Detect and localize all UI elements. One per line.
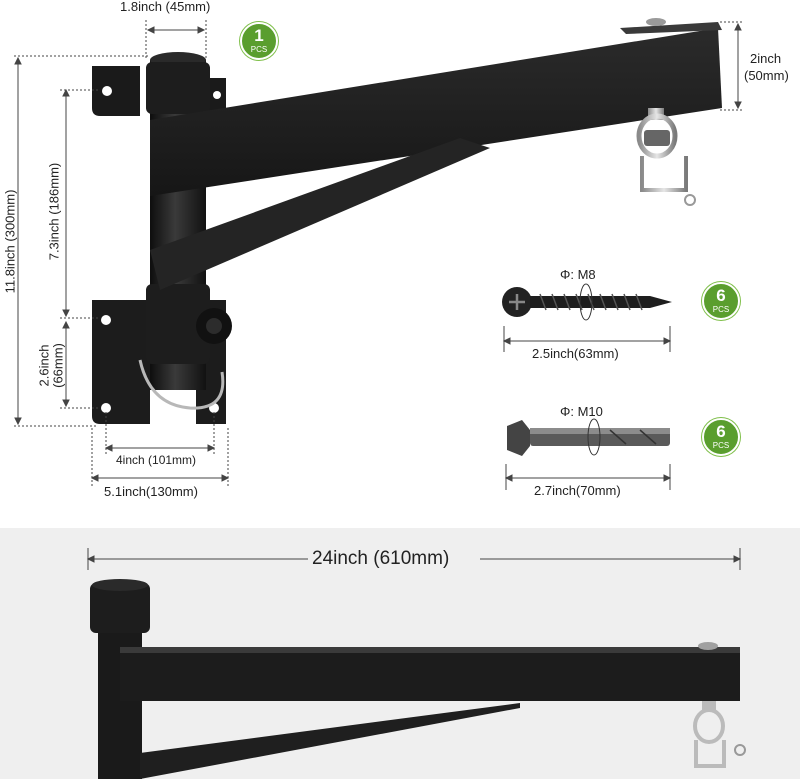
side-swivel-hook [693,701,746,768]
bolt-length-label: 2.7inch(70mm) [534,483,621,498]
locking-knob [196,308,232,344]
screw-quantity-badge: 6 PCS [702,282,740,320]
arm-height-label: 2inch [750,51,782,66]
bolt-quantity: 6 [716,422,726,441]
side-view-panel: 24inch (610mm) [0,528,800,779]
screw-length-label: 2.5inch(63mm) [532,346,619,361]
horizontal-arm [150,28,722,196]
diagonal-brace [150,138,490,290]
side-brace [140,703,520,779]
swivel-hook [636,108,696,206]
total-height-label: 11.8inch (300mm) [2,189,18,294]
bracket-quantity: 1 [254,26,264,45]
arm-length-dimension [86,548,742,570]
bolt-quantity-unit: PCS [712,441,730,450]
screw-quantity-unit: PCS [712,305,730,314]
plate-hole-spacing-label: 4inch (101mm) [116,453,197,467]
plate-gap-label: 7.3inch (186mm) [46,162,62,261]
expansion-bolt-image [507,418,670,456]
pole-diameter-label: 1.8inch (45mm) [120,0,211,14]
plate-width-label: 5.1inch(130mm) [104,484,198,499]
bracket-quantity-unit: PCS [250,45,268,54]
bolt-size-label: Φ: M10 [560,404,603,419]
plate-height-line1: 2.6inch [36,344,52,387]
side-view-illustration [86,548,746,779]
side-arm [120,647,740,701]
screw-size-label: Φ: M8 [560,267,596,282]
pole-collar [146,284,210,364]
upper-wall-plate [92,66,226,116]
screw-quantity: 6 [716,286,726,305]
bolt-quantity-badge: 6 PCS [702,418,740,456]
arm-height-mm-label: (50mm) [744,68,789,83]
pull-pin-ring [138,359,225,410]
lag-screw-image [502,283,672,321]
dimension-lines [14,20,742,490]
plate-height-line2: (66mm) [50,343,66,388]
arm-length-label: 24inch (610mm) [312,548,450,569]
bracket-quantity-badge: 1 PCS [240,22,278,60]
